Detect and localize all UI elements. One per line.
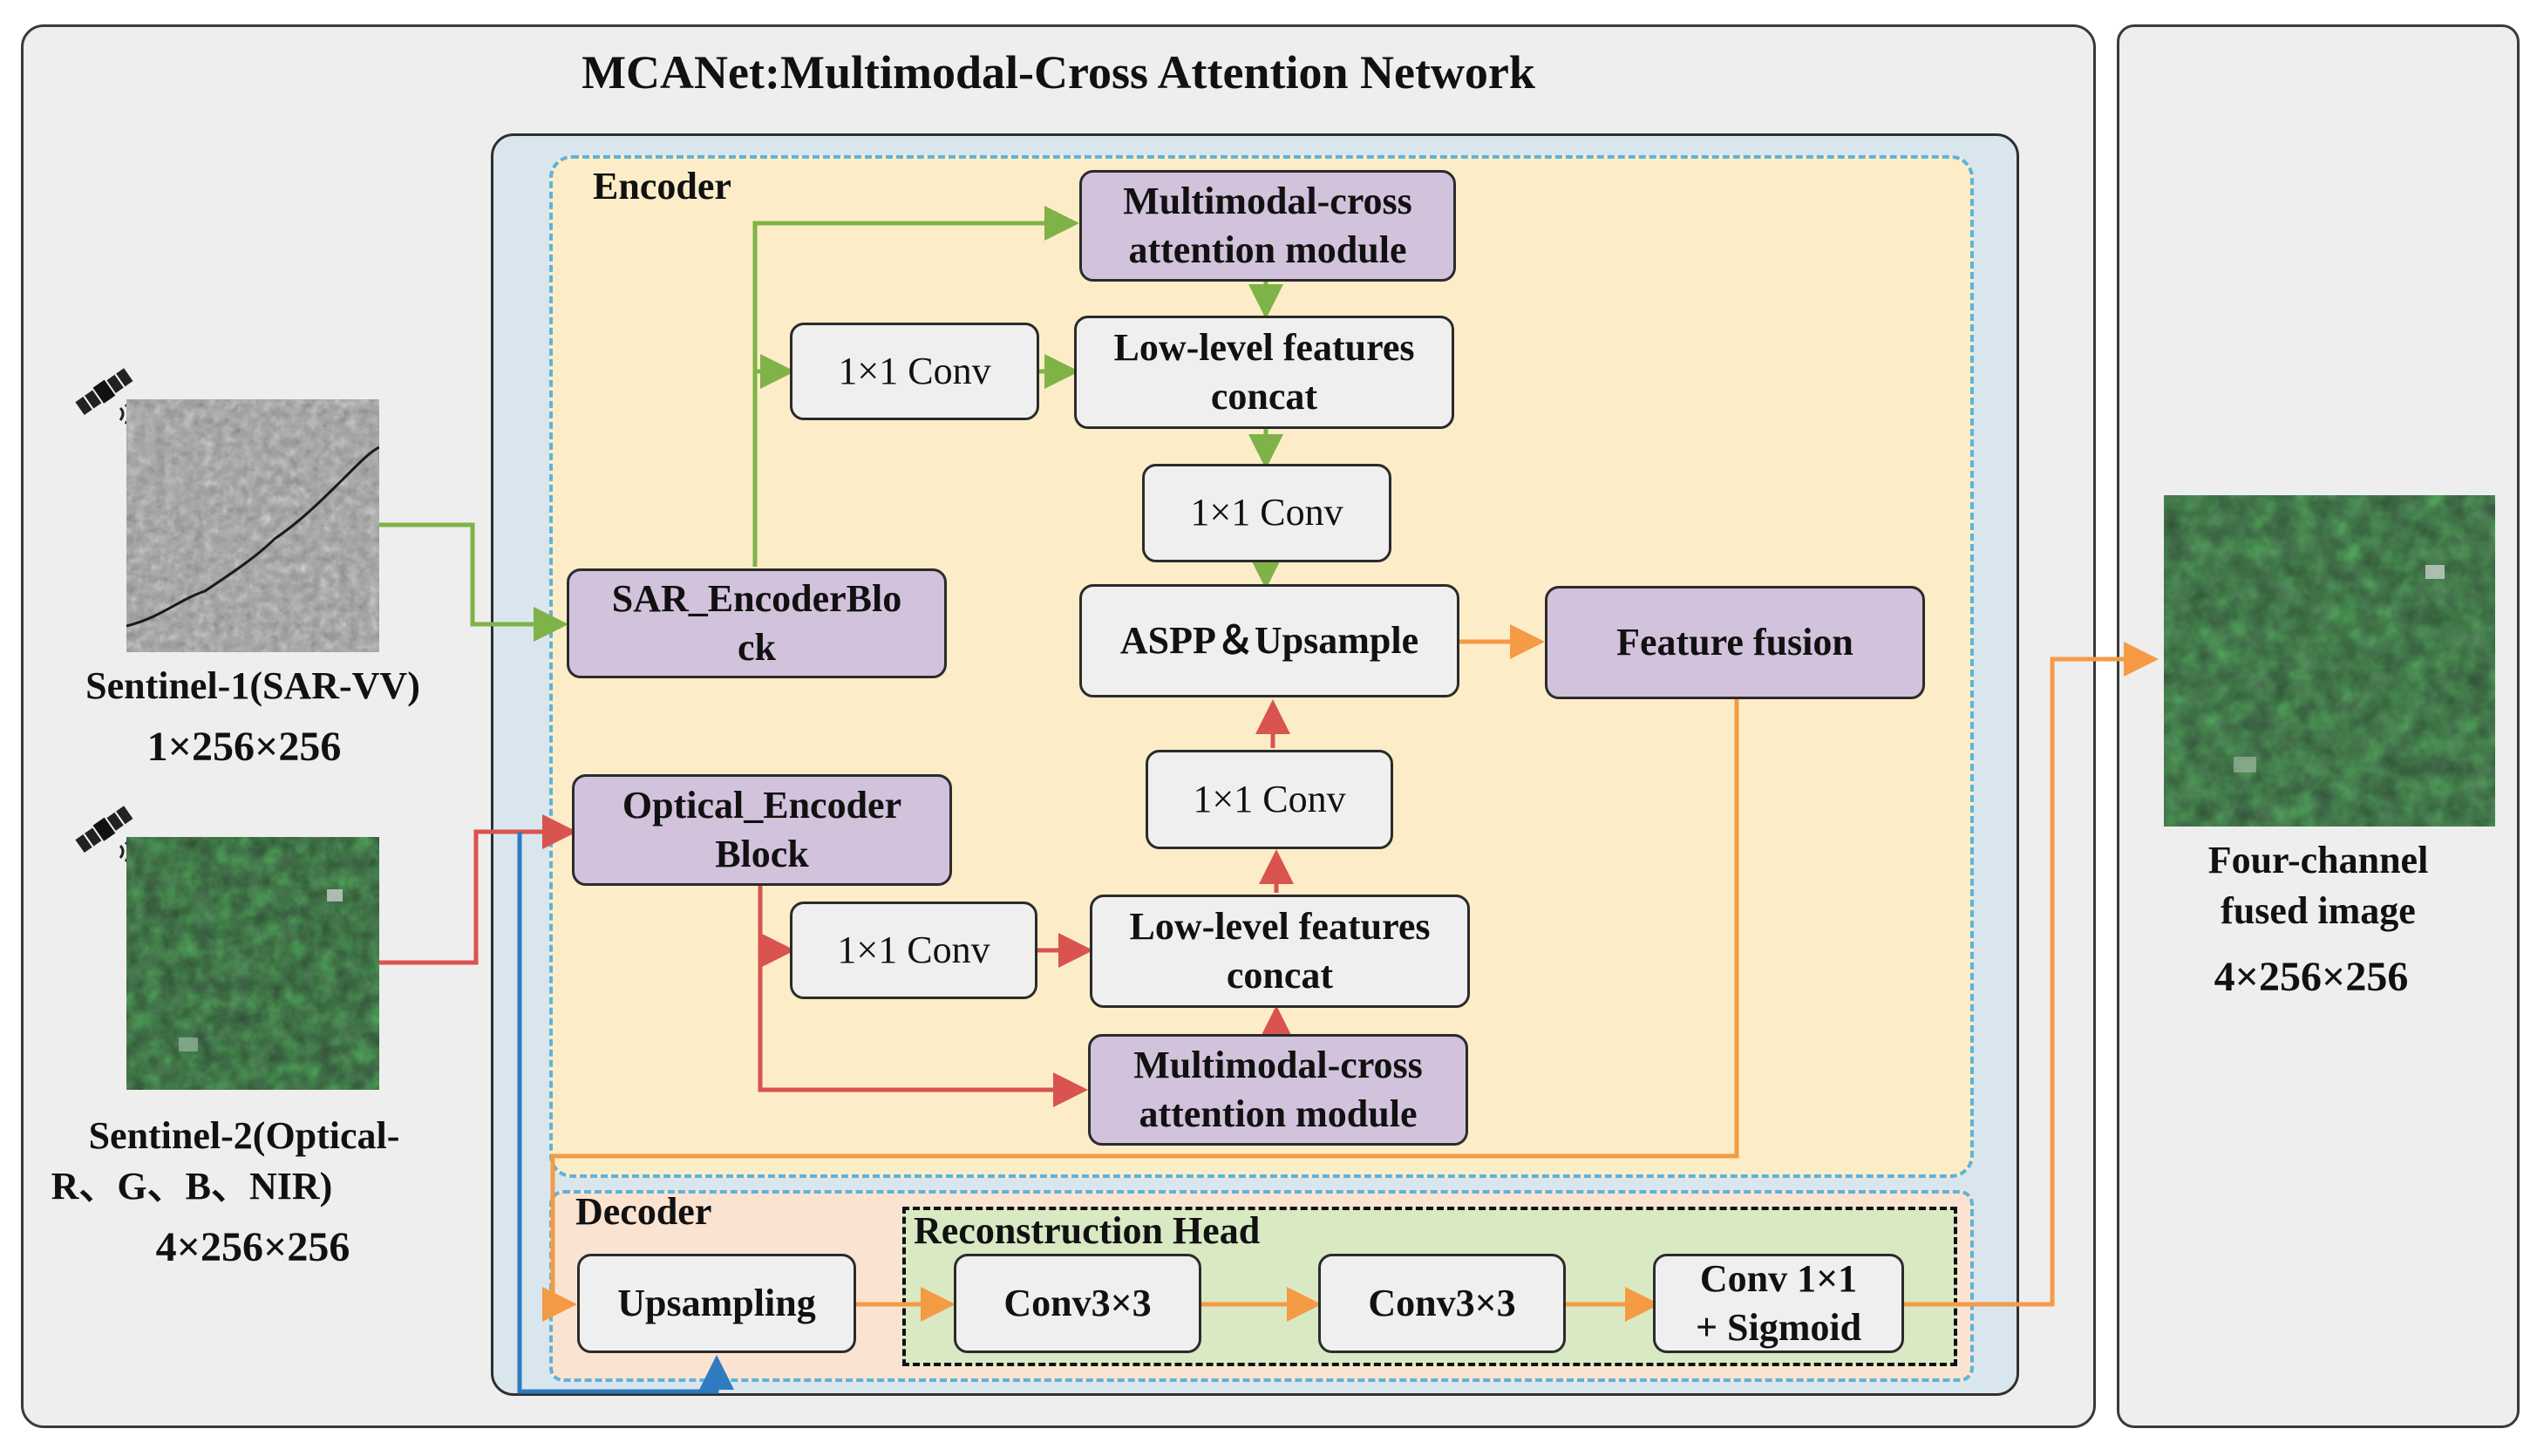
conv1x1-top-left: 1×1 Conv: [790, 323, 1039, 420]
optical-image: [126, 837, 379, 1090]
optical-input-name-line1: Sentinel-2(Optical-: [88, 1114, 400, 1157]
conv1x1-top-center: 1×1 Conv: [1142, 464, 1391, 562]
optical-input-name-line2: R、G、B、NIR): [51, 1165, 333, 1208]
fused-output-image: [2164, 495, 2495, 827]
aspp-upsample-block: ASPP＆Upsample: [1079, 584, 1459, 697]
conv1x1-bottom-center: 1×1 Conv: [1146, 750, 1393, 849]
conv1x1-bottom-left: 1×1 Conv: [790, 901, 1037, 999]
conv1x1-sigmoid-block: Conv 1×1+ Sigmoid: [1653, 1254, 1904, 1353]
output-name-line1: Four-channel: [2207, 839, 2429, 881]
feature-fusion-block: Feature fusion: [1545, 586, 1925, 699]
decoder-label: Decoder: [575, 1190, 712, 1233]
output-name-line2: fused image: [2221, 889, 2416, 932]
satellite-icon: [75, 806, 133, 862]
skip-connection-arrow: [517, 832, 734, 1394]
conv3x3-block-b: Conv3×3: [1318, 1254, 1566, 1353]
sar-to-mca-arrow: [752, 206, 1079, 567]
upsampling-block: Upsampling: [577, 1254, 856, 1353]
sar-input-name: Sentinel-1(SAR-VV): [85, 664, 420, 707]
sar-to-encoder-arrow: [379, 522, 568, 642]
conv3x3-block-a: Conv3×3: [954, 1254, 1201, 1353]
sar-input-shape: 1×256×256: [146, 724, 342, 770]
sar-image: [126, 399, 379, 652]
fusion-to-upsampling-arrow: [542, 699, 1739, 1322]
optical-to-encoder-arrow: [379, 814, 577, 965]
reconstruction-head-label: Reconstruction Head: [914, 1209, 1261, 1252]
diagram-title: MCANet:Multimodal-Cross Attention Networ…: [582, 46, 1535, 99]
encoder-label: Encoder: [593, 165, 731, 208]
optical-input-shape: 4×256×256: [155, 1224, 350, 1270]
decoder-to-output-arrow: [1904, 642, 2159, 1307]
output-shape: 4×256×256: [2214, 954, 2409, 1000]
